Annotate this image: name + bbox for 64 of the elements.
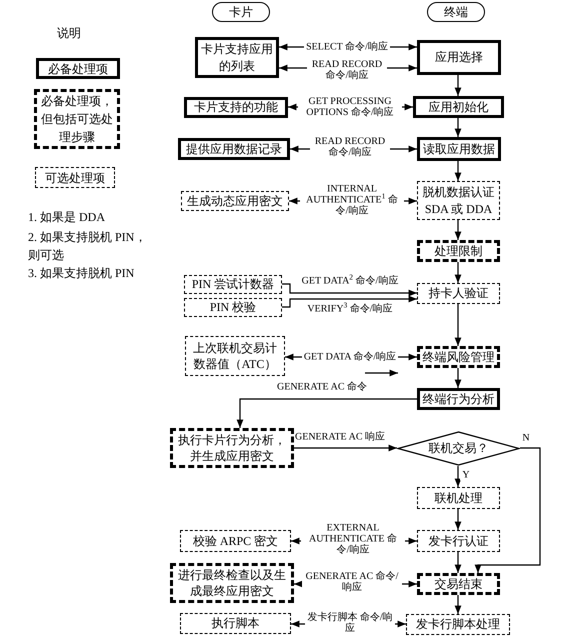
arrow	[454, 262, 462, 283]
process-box: 执行卡片行为分析，并生成应用密文	[170, 428, 294, 468]
process-box: 持卡人验证	[417, 283, 500, 304]
arrow	[454, 118, 462, 137]
legend-sample: 必备处理项，但包括可选处理步骤	[34, 89, 120, 149]
edge-label: GENERATE AC 命令	[275, 382, 369, 392]
process-box: PIN 校验	[184, 298, 282, 317]
edge-label: 发卡行脚本 命令/响应	[305, 612, 395, 634]
arrow	[454, 220, 462, 240]
process-box: 上次联机交易计数器值（ATC）	[185, 336, 285, 376]
process-box: 执行脚本	[180, 613, 291, 634]
edge-label: READ RECORD 命令/响应	[310, 136, 390, 158]
process-box: 处理限制	[417, 240, 500, 262]
arrow	[282, 283, 417, 296]
process-box: 联机处理	[417, 487, 500, 509]
edge-label: GET DATA 命令/响应	[302, 352, 398, 362]
footnote: 2. 如果支持脱机 PIN，则可选	[28, 229, 148, 264]
process-box: 发卡行认证	[417, 530, 500, 552]
process-box: 生成动态应用密文	[181, 191, 289, 211]
lane-header: 卡片	[212, 2, 270, 22]
process-box: 终端行为分析	[417, 388, 500, 410]
arrow	[294, 444, 397, 452]
lane-header: 终端	[427, 2, 485, 22]
process-box: 终端风险管理	[417, 346, 500, 368]
process-box: 校验 ARPC 密文	[180, 530, 291, 552]
edge-label: SELECT 命令/响应	[304, 42, 390, 52]
edge-label: N	[520, 432, 532, 444]
process-box: 脱机数据认证 SDA 或 DDA	[417, 181, 500, 220]
arrow	[454, 509, 462, 530]
arrow	[454, 466, 462, 487]
edge-label: INTERNAL AUTHENTICATE$^{1}$ 命令/响应	[300, 184, 404, 216]
process-box: 交易结束	[417, 573, 500, 595]
edge-label: GENERATE AC 命令/响应	[302, 571, 402, 593]
edge-label: VERIFY$^{3}$ 命令/响应	[305, 304, 395, 314]
edge-label: GET DATA$^{2}$ 命令/响应	[300, 276, 400, 286]
edge-label: GET PROCESSING OPTIONS 命令/响应	[298, 96, 402, 118]
edge-label: Y	[460, 470, 472, 480]
process-box: 读取应用数据	[417, 137, 501, 161]
edge-label: EXTERNAL AUTHENTICATE 命令/响应	[301, 522, 405, 556]
legend-sample: 必备处理项	[36, 58, 120, 79]
footnote: 3. 如果支持脱机 PIN	[28, 265, 136, 282]
edge-label: GENERATE AC 响应	[293, 432, 387, 442]
arrow	[454, 75, 462, 96]
process-box: 卡片支持的功能	[184, 97, 288, 118]
arrow	[474, 447, 541, 573]
legend-title: 说明	[57, 25, 82, 42]
arrow	[454, 304, 462, 346]
footnote: 1. 如果是 DDA	[28, 209, 106, 226]
process-box: PIN 尝试计数器	[184, 275, 282, 294]
arrow	[236, 398, 417, 428]
process-box: 应用选择	[417, 40, 501, 75]
arrow	[282, 296, 417, 308]
process-box: 发卡行脚本处理	[406, 614, 510, 635]
decision-diamond: 联机交易？	[397, 431, 520, 466]
arrow	[454, 368, 462, 388]
process-box: 应用初始化	[413, 96, 504, 118]
arrow	[454, 161, 462, 181]
arrow	[454, 595, 462, 614]
process-box: 卡片支持应用的列表	[195, 37, 279, 78]
legend-sample: 可选处理项	[35, 167, 115, 188]
arrow	[454, 552, 462, 573]
process-box: 提供应用数据记录	[178, 138, 290, 160]
process-box: 进行最终检查以及生成最终应用密文	[170, 563, 294, 603]
edge-label: READ RECORD 命令/响应	[307, 59, 387, 81]
